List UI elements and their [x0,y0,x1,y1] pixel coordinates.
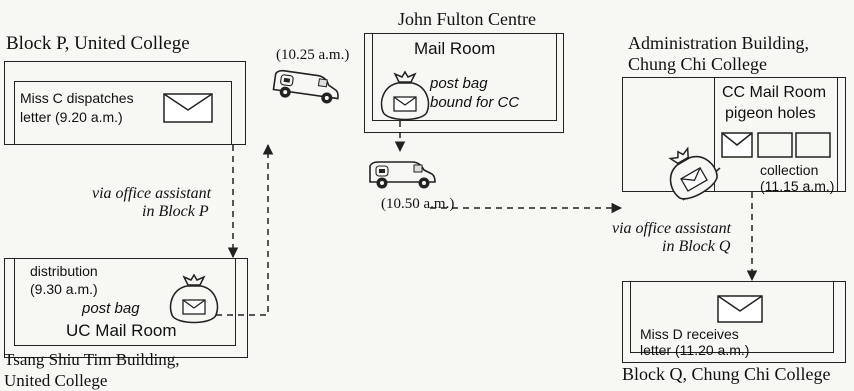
mail-bag-icon [169,274,219,324]
receive-label-1: Miss D receives [640,326,739,342]
via-q-label-1: via office assistant [612,220,732,237]
receive-label-2: letter (11.20 a.m.) [640,342,750,358]
john-fulton-label: John Fulton Centre [398,9,536,29]
dispatch-box [14,81,232,145]
admin-building-label-1: Administration Building, [628,33,810,53]
route-uc-to-jfc [205,143,274,316]
mail-room-box [372,33,557,121]
post-bag-cc-label-1: post bag [430,75,488,92]
mail-bag-icon [656,139,723,206]
pigeon-hole [795,132,831,158]
mail-van-icon [369,161,436,190]
distribution-label-1: distribution [30,263,98,279]
dispatch-label-1: Miss C dispatches [20,90,134,106]
van-1-time: (10.25 a.m.) [276,47,350,63]
van-2-time: (10.50 a.m.) [381,196,455,212]
admin-building-label-2: Chung Chi College [628,54,767,74]
dispatch-label-2: letter (9.20 a.m.) [20,109,123,125]
tsang-label-1: Tsang Shiu Tim Building, [4,350,180,369]
envelope-icon [717,295,763,323]
block-q-label: Block Q, Chung Chi College [622,364,831,384]
uc-mail-room-label: UC Mail Room [66,321,177,340]
mail-bag-icon [380,71,430,121]
via-p-label-1: via office assistant [92,185,212,202]
collection-label-1: collection [760,162,819,178]
pigeon-holes-label: pigeon holes [725,105,816,122]
mail-van-icon [271,68,342,106]
cc-mail-room-box [714,77,838,192]
cc-mail-room-label: CC Mail Room [722,84,827,101]
uc-mail-room-box [14,258,236,346]
tsang-label-2: United College [4,371,108,390]
via-q-label-2: in Block Q [662,238,731,255]
mail-room-label: Mail Room [414,39,496,58]
envelope-icon [163,93,213,123]
distribution-label-2: (9.30 a.m.) [30,281,98,297]
collection-label-2: (11.15 a.m.) [760,178,835,194]
pigeon-hole [757,132,793,158]
post-bag-label: post bag [82,300,140,317]
block-p-label: Block P, United College [6,33,190,54]
via-p-label-2: in Block P [142,203,209,220]
receive-box [630,281,834,353]
envelope-icon [721,132,753,158]
post-bag-cc-label-2: bound for CC [430,94,520,111]
